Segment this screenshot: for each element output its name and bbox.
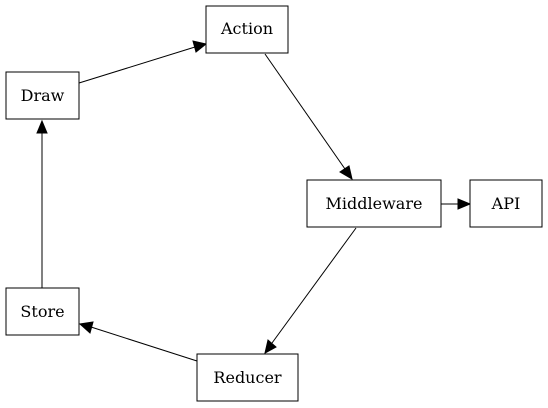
node-action: Action — [205, 5, 289, 54]
edge-draw-to-action — [78, 40, 208, 84]
node-api: API — [469, 179, 543, 228]
node-reducer: Reducer — [196, 353, 299, 402]
node-middleware: Middleware — [306, 179, 442, 228]
nodes-layer: Action Draw Middleware API Store Reducer — [5, 5, 543, 402]
edge-middleware-to-reducer — [264, 227, 357, 354]
node-api-label: API — [491, 194, 521, 213]
edge-reducer-to-store — [78, 321, 198, 362]
node-draw-label: Draw — [21, 86, 65, 105]
edge-middleware-to-api — [441, 198, 472, 210]
node-store: Store — [5, 287, 80, 336]
node-middleware-label: Middleware — [326, 194, 423, 213]
edge-action-to-middleware — [264, 53, 353, 181]
edges-layer — [36, 40, 472, 362]
node-action-label: Action — [220, 19, 273, 38]
node-store-label: Store — [20, 302, 64, 321]
node-reducer-label: Reducer — [213, 368, 281, 387]
edge-store-to-draw — [36, 119, 48, 288]
node-draw: Draw — [5, 71, 80, 120]
